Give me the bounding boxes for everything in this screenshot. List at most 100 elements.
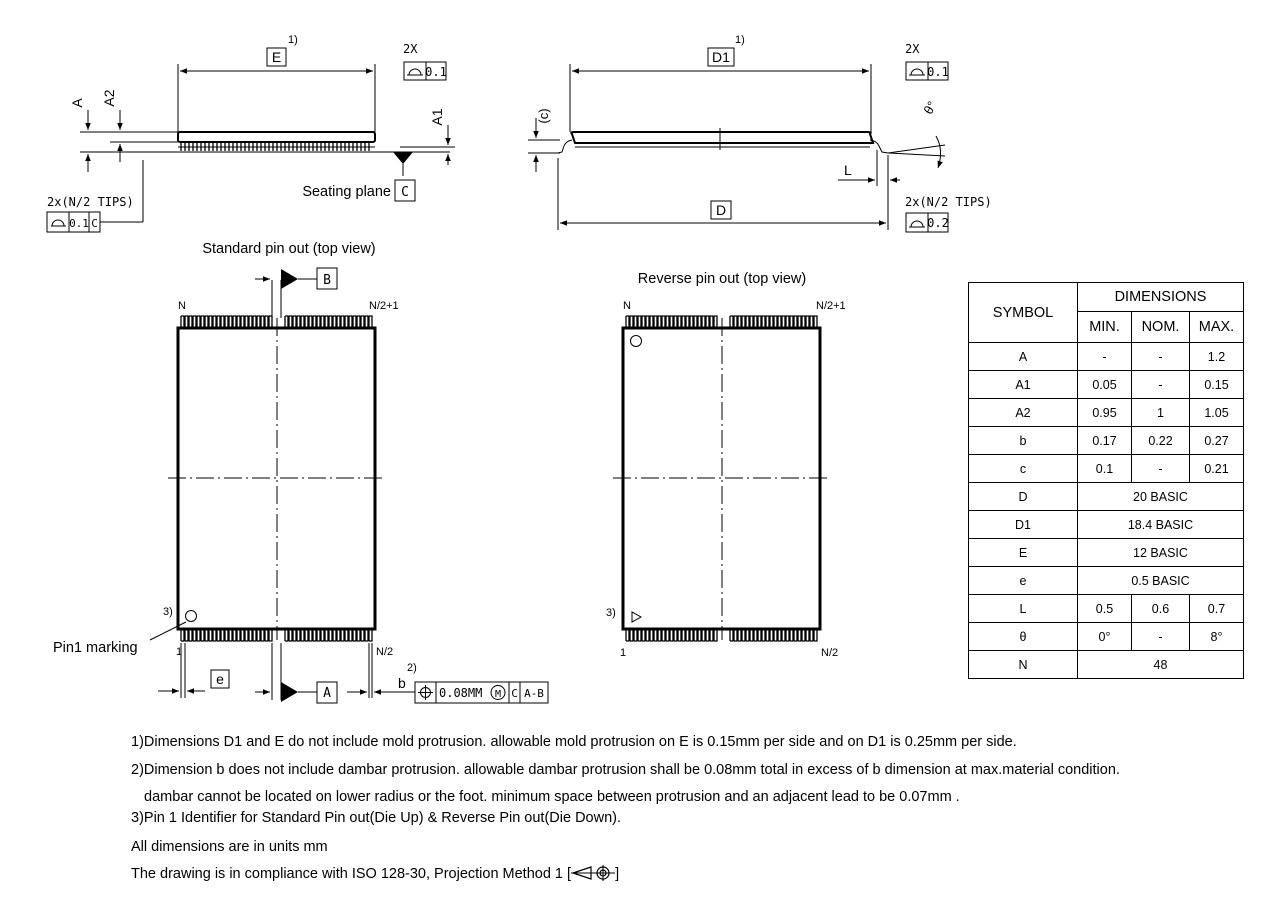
compliance-end: ] [615, 866, 620, 882]
footnote-3-marker: 3) [163, 606, 173, 618]
cell-min: 0.95 [1077, 398, 1132, 427]
cell-min: 0° [1077, 622, 1132, 651]
cell-nom: - [1131, 454, 1190, 483]
cell-max: 8° [1189, 622, 1244, 651]
datum-C-label: C [401, 185, 409, 200]
position-ref-C: C [511, 687, 518, 700]
header-symbol: SYMBOL [968, 282, 1078, 343]
dim-A-label: A [69, 98, 85, 108]
cell-max: 1.05 [1189, 398, 1244, 427]
cell-symbol: A1 [968, 370, 1078, 399]
cell-nom: 1 [1131, 398, 1190, 427]
cell-nom: - [1131, 622, 1190, 651]
tips-tol-value: 0.1 [69, 217, 89, 230]
pin-N2-label-reverse: N/2 [821, 647, 838, 659]
cell-min: 0.05 [1077, 370, 1132, 399]
cell-basic: 0.5 BASIC [1077, 566, 1244, 595]
cell-symbol: A [968, 342, 1078, 371]
dim-c-label: (c) [536, 108, 551, 123]
cell-min: - [1077, 342, 1132, 371]
note-2-continued: dambar cannot be located on lower radius… [144, 789, 960, 805]
tips-tol-ref: C [91, 217, 98, 230]
cell-symbol: θ [968, 622, 1078, 651]
flatness-value-right: 0.1 [927, 65, 949, 79]
cell-symbol: D [968, 482, 1078, 511]
side-view-E: E 1) 2X 0.1 A A2 A1 Seating plane C [46, 34, 455, 233]
cell-nom: 0.6 [1131, 594, 1190, 623]
cell-min: 0.5 [1077, 594, 1132, 623]
cell-basic: 18.4 BASIC [1077, 510, 1244, 539]
cell-symbol: c [968, 454, 1078, 483]
header-dimensions: DIMENSIONS [1077, 282, 1244, 312]
mmc-symbol: M [495, 689, 501, 700]
projection-method-icon [571, 865, 616, 881]
cell-basic: 20 BASIC [1077, 482, 1244, 511]
cell-max: 0.27 [1189, 426, 1244, 455]
footnote-2-marker: 2) [407, 662, 417, 674]
compliance-text: The drawing is in compliance with ISO 12… [131, 866, 572, 882]
dim-A2-label: A2 [101, 89, 117, 106]
tips-tol-value-right: 0.2 [927, 216, 949, 230]
reverse-pinout-view: Reverse pin out (top view) N N/2+1 3) 1 … [606, 271, 846, 659]
dim-b-label: b [398, 675, 406, 691]
header-min: MIN. [1077, 311, 1132, 343]
tips-note-right: 2x(N/2 TIPS) [905, 195, 992, 209]
dim-D-label: D [716, 202, 726, 218]
cell-symbol: N [968, 650, 1078, 679]
cell-max: 0.7 [1189, 594, 1244, 623]
footnote-3-marker-reverse: 3) [606, 607, 616, 619]
times-2-label: 2X [403, 42, 418, 56]
flatness-value: 0.1 [425, 65, 447, 79]
compliance-note: The drawing is in compliance with ISO 12… [131, 865, 619, 882]
header-max: MAX. [1189, 311, 1244, 343]
units-note: All dimensions are in units mm [131, 839, 328, 855]
dim-L-label: L [844, 162, 852, 178]
cell-max: 0.15 [1189, 370, 1244, 399]
cell-nom: 0.22 [1131, 426, 1190, 455]
dim-D1-label: D1 [712, 49, 730, 65]
seating-plane-label: Seating plane [302, 184, 391, 200]
cell-max: 0.21 [1189, 454, 1244, 483]
dim-theta-label: θ° [920, 99, 939, 117]
datum-B-label: B [323, 273, 331, 288]
reverse-view-title: Reverse pin out (top view) [638, 271, 806, 287]
header-nom: NOM. [1131, 311, 1190, 343]
cell-symbol: b [968, 426, 1078, 455]
dim-e-label: e [216, 671, 224, 687]
footnote-1-marker: 1) [288, 34, 298, 46]
position-ref-AB: A-B [524, 687, 544, 700]
cell-symbol: D1 [968, 510, 1078, 539]
pin-N-top-left-reverse: N [623, 300, 631, 312]
pin-N2plus1-label: N/2+1 [369, 300, 399, 312]
dim-E-label: E [272, 49, 281, 65]
note-3: 3)Pin 1 Identifier for Standard Pin out(… [131, 810, 621, 826]
cell-symbol: A2 [968, 398, 1078, 427]
side-view-D: D1 1) 2X 0.1 (c) θ° L D 2x [528, 34, 992, 233]
cell-nom: - [1131, 370, 1190, 399]
footnote-1-marker-d1: 1) [735, 34, 745, 46]
pin1-marking-label: Pin1 marking [53, 640, 138, 656]
cell-min: 0.1 [1077, 454, 1132, 483]
cell-basic: 48 [1077, 650, 1244, 679]
standard-pinout-view: Standard pin out (top view) B N N/2+1 3)… [53, 241, 549, 704]
cell-symbol: e [968, 566, 1078, 595]
table-row: A--1.2 [968, 342, 1244, 371]
datum-A-label: A [323, 686, 331, 701]
package-outline-drawing: E 1) 2X 0.1 A A2 A 1 Seating plane C [46, 34, 992, 704]
pin-1-label-reverse: 1 [620, 647, 626, 659]
pin-N-top-left: N [178, 300, 186, 312]
cell-symbol: E [968, 538, 1078, 567]
times-2-label-right: 2X [905, 42, 920, 56]
